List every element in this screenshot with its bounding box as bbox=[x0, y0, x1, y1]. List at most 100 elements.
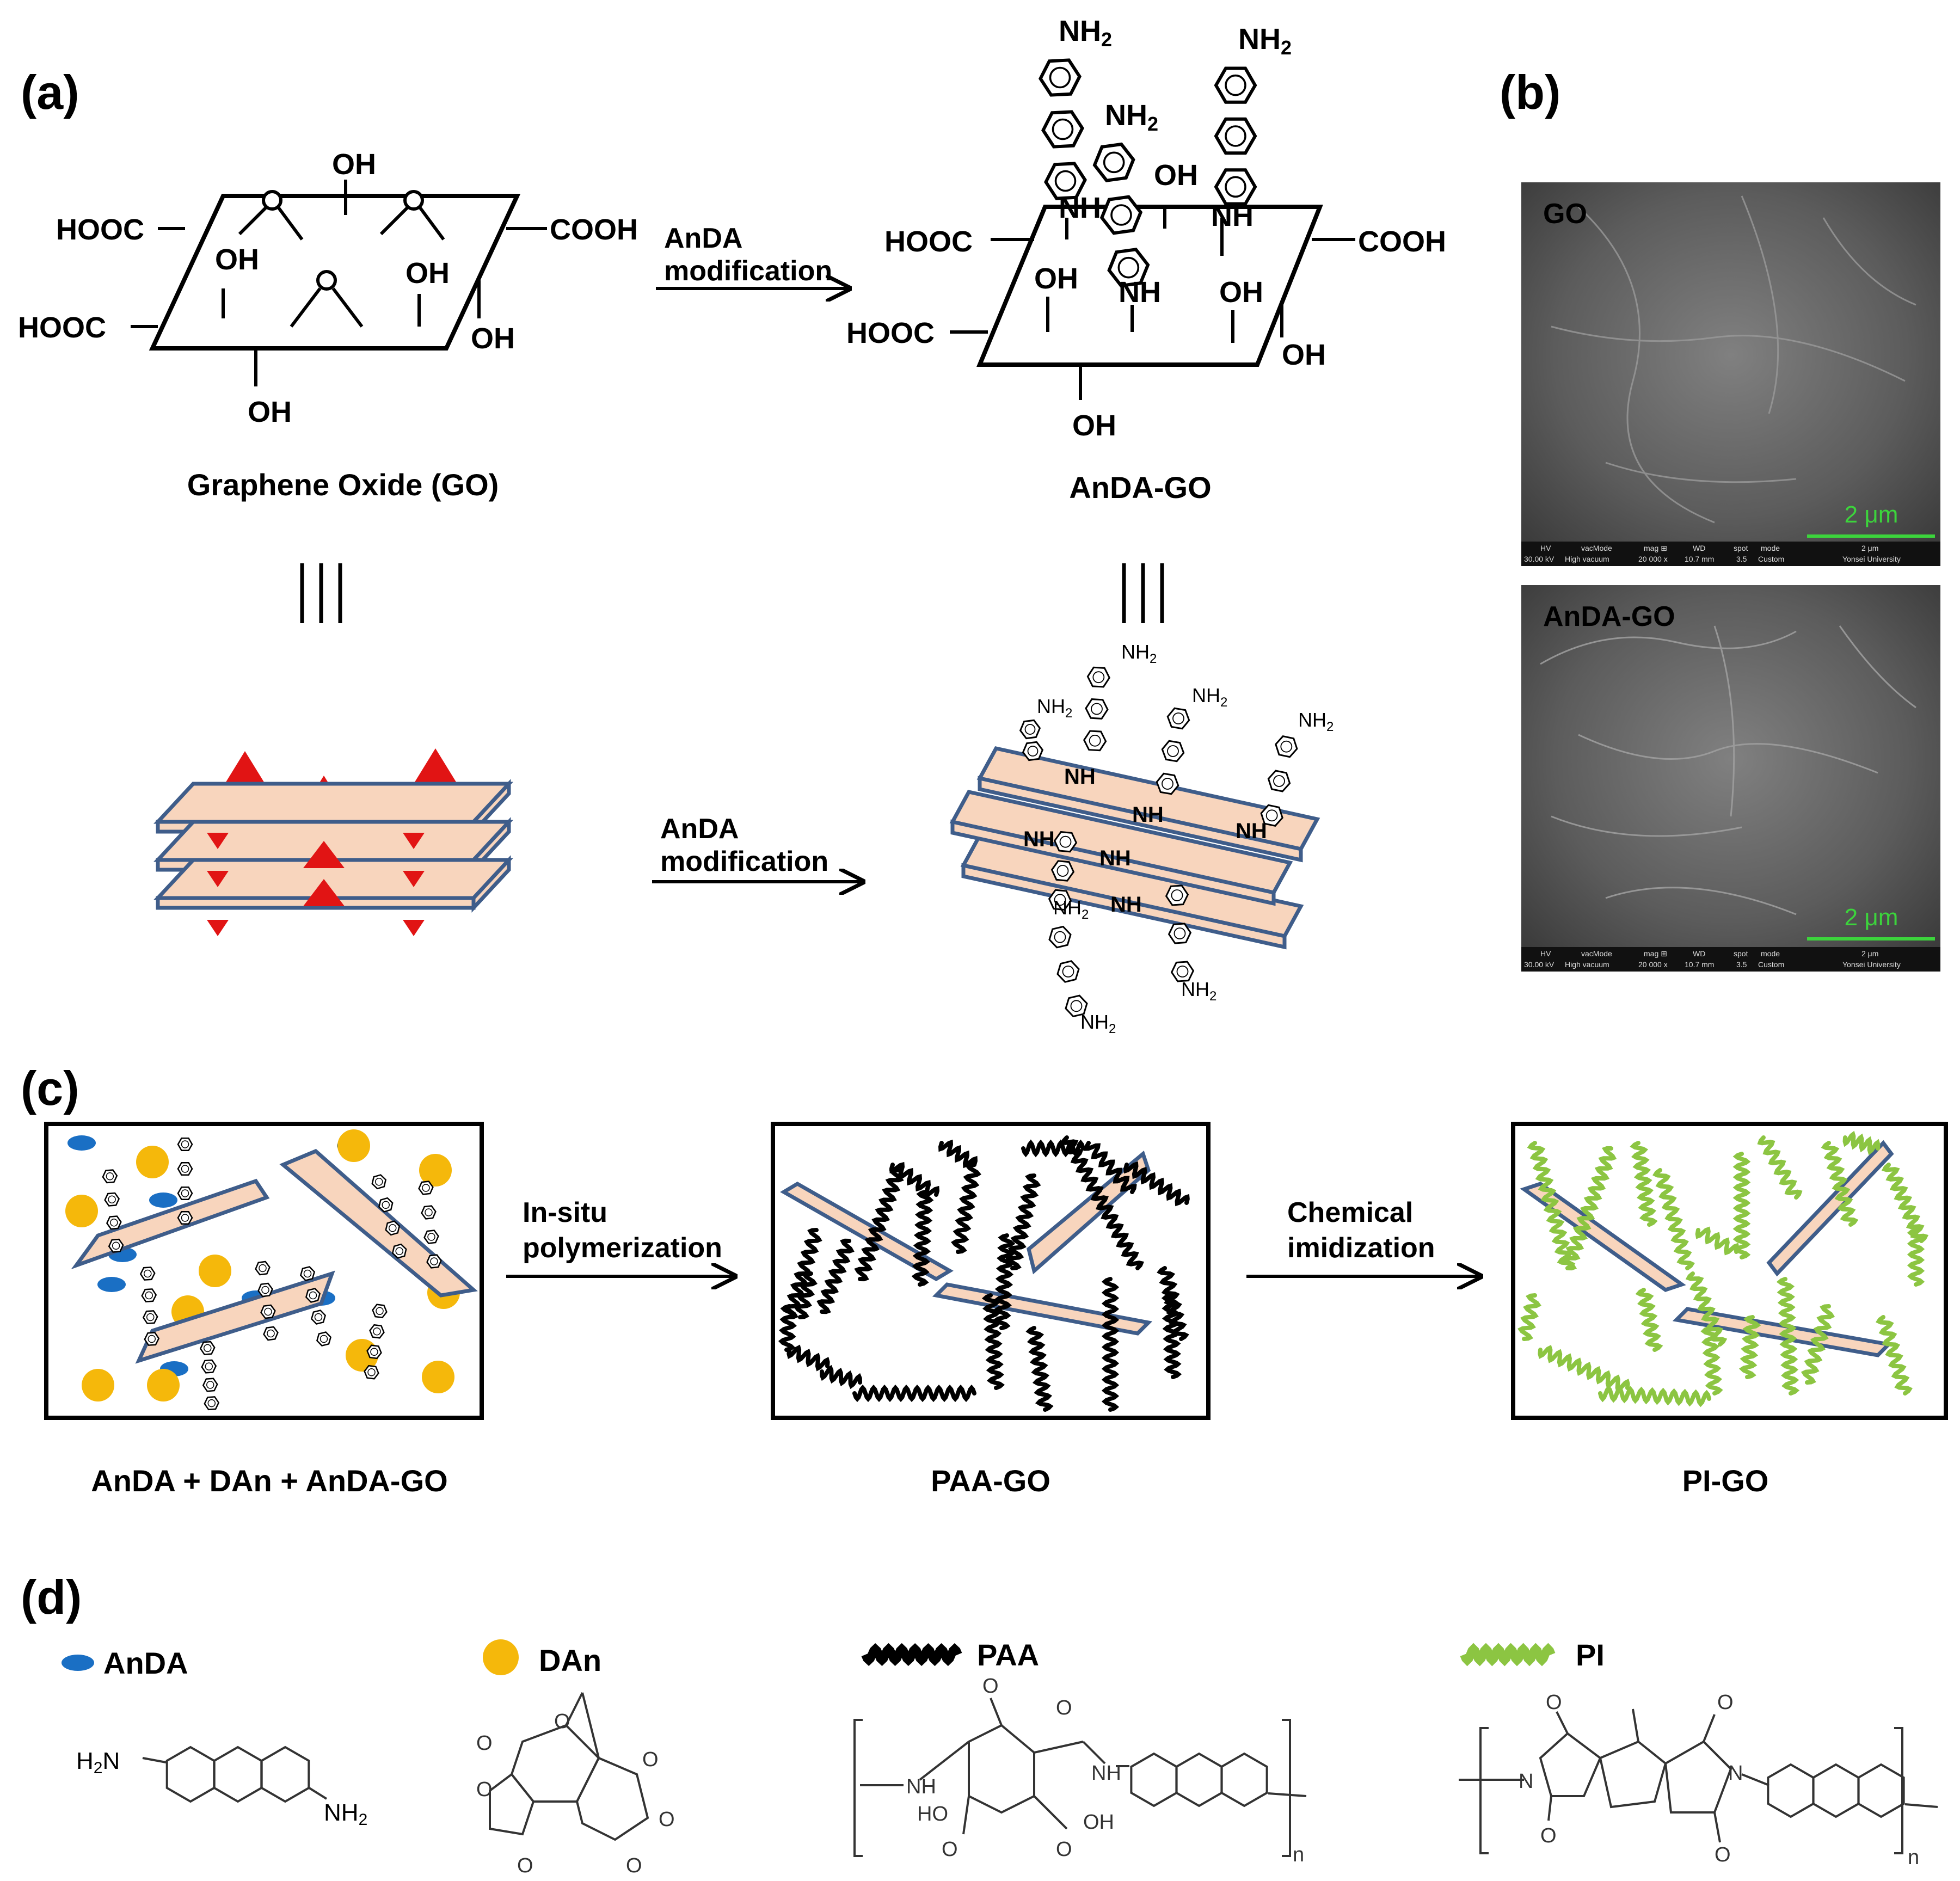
process-box-1 bbox=[44, 1122, 484, 1420]
process-box-2 bbox=[771, 1122, 1211, 1420]
paa-ho: HO bbox=[917, 1803, 948, 1825]
anda-monomer bbox=[149, 1192, 177, 1208]
anda-structure bbox=[142, 1745, 328, 1803]
anda-go-hooc-2: HOOC bbox=[846, 317, 935, 349]
anda-go-cooh: COOH bbox=[1358, 225, 1446, 258]
anda-go-nh-2: NH bbox=[1211, 200, 1254, 232]
anthracene-chains bbox=[1039, 58, 1257, 288]
sem-go-info-vac-v: High vacuum bbox=[1565, 555, 1609, 563]
sem-anda-info-hv-v: 30.00 kV bbox=[1524, 960, 1555, 969]
pendant-chain-box1 bbox=[199, 1341, 220, 1411]
dan-monomer bbox=[422, 1361, 454, 1393]
sem-go-info-hv-v: 30.00 kV bbox=[1524, 555, 1555, 563]
pi-n-sub: n bbox=[1908, 1846, 1919, 1869]
legend-dan: DAn bbox=[483, 1639, 601, 1677]
pendant-chain-box1 bbox=[139, 1267, 160, 1346]
pi-structure bbox=[1459, 1708, 1938, 1854]
sheet-nh-3: NH bbox=[1236, 819, 1267, 843]
sem-anda-info-scale: 2 μm bbox=[1861, 949, 1878, 958]
arrow-top-line1: AnDA bbox=[664, 223, 742, 254]
equivalence-left bbox=[300, 563, 342, 623]
pi-o-1: O bbox=[1546, 1691, 1562, 1714]
pendant-chain-5 bbox=[1048, 831, 1078, 911]
paa-oh: OH bbox=[1083, 1811, 1114, 1834]
pendant-chain-box1 bbox=[177, 1137, 193, 1225]
sheet-stack bbox=[153, 779, 514, 936]
go-hooc-2: HOOC bbox=[18, 311, 106, 344]
paa-chain bbox=[783, 1228, 822, 1319]
process-caption-1: AnDA + DAn + AnDA-GO bbox=[91, 1464, 447, 1498]
paa-chain bbox=[787, 1344, 830, 1372]
pi-chain bbox=[1842, 1130, 1881, 1155]
pi-wave-icon bbox=[1460, 1643, 1556, 1667]
anda-go-sheet-box1-3 bbox=[135, 1270, 335, 1364]
anda-go-nh2-3: NH2 bbox=[1105, 99, 1158, 135]
sem-go-info-hv: HV bbox=[1540, 544, 1551, 552]
legend-paa: PAA bbox=[861, 1638, 1039, 1672]
dan-circle-icon bbox=[483, 1639, 519, 1675]
paa-chain bbox=[852, 1384, 976, 1403]
paa-o-4: O bbox=[1056, 1838, 1072, 1861]
anda-go-oh-3: OH bbox=[1219, 276, 1263, 309]
paa-chain bbox=[1025, 1326, 1054, 1412]
paa-chain bbox=[816, 1238, 855, 1314]
pi-chain bbox=[1635, 1288, 1663, 1352]
paa-chain bbox=[778, 1304, 798, 1352]
pi-o-4: O bbox=[1715, 1843, 1731, 1866]
pi-chain bbox=[1700, 1326, 1723, 1396]
paa-chain bbox=[911, 1190, 934, 1287]
anda-monomer bbox=[67, 1135, 96, 1151]
dan-o-6: O bbox=[626, 1854, 642, 1877]
process-caption-2: PAA-GO bbox=[931, 1464, 1050, 1498]
pi-chain bbox=[1562, 1146, 1617, 1271]
oxygen-group-triangle bbox=[207, 871, 229, 887]
equivalence-right bbox=[1122, 563, 1164, 623]
anthracene-chain-3 bbox=[1092, 142, 1150, 288]
anda-go-caption: AnDA-GO bbox=[1069, 470, 1211, 505]
dan-monomer bbox=[419, 1154, 452, 1187]
anda-go-sheet-box1-2 bbox=[279, 1148, 478, 1298]
sem-go-info-mag: mag ⊞ bbox=[1644, 544, 1667, 552]
sheet-nh2-f: NH2 bbox=[1181, 978, 1216, 1004]
pi-chain bbox=[1881, 1163, 1929, 1243]
oxygen-group-triangle bbox=[403, 920, 425, 936]
pi-n-1: N bbox=[1519, 1770, 1533, 1793]
paa-go-sheet-1 bbox=[780, 1181, 954, 1282]
go-caption: Graphene Oxide (GO) bbox=[187, 468, 499, 502]
sem-anda-info-wd: WD bbox=[1693, 949, 1705, 958]
sheet-nh-4: NH bbox=[1023, 827, 1055, 851]
pi-o-2: O bbox=[1540, 1824, 1557, 1847]
paa-chain bbox=[854, 1167, 904, 1282]
sem-go-info-wd: WD bbox=[1693, 544, 1705, 552]
anda-go-nh-1: NH bbox=[1059, 192, 1101, 224]
pi-o-3: O bbox=[1717, 1691, 1734, 1714]
legend-pi: PI bbox=[1460, 1638, 1605, 1672]
pendant-chain-6 bbox=[1165, 884, 1195, 982]
anda-go-oh-1: OH bbox=[1154, 159, 1198, 192]
anda-go-sheet-box1-1 bbox=[71, 1178, 270, 1270]
arrow-in-situ-line1: In-situ bbox=[523, 1197, 607, 1228]
arrow-in-situ: In-situ polymerization bbox=[506, 1197, 735, 1276]
pi-chain bbox=[1598, 1385, 1711, 1407]
pi-chain bbox=[1538, 1345, 1630, 1393]
pi-chain bbox=[1652, 1168, 1695, 1270]
dan-o-5: O bbox=[659, 1808, 675, 1831]
paa-chain bbox=[951, 1163, 981, 1254]
pendant-chain-box1 bbox=[418, 1181, 442, 1269]
pendant-chain-box1 bbox=[371, 1174, 407, 1259]
process-caption-3: PI-GO bbox=[1682, 1464, 1769, 1498]
pi-chain bbox=[1517, 1293, 1541, 1341]
pi-chain bbox=[1695, 1226, 1740, 1256]
sem-go-info-vac: vacMode bbox=[1581, 544, 1612, 552]
paa-nh-1: NH bbox=[906, 1775, 936, 1798]
sem-go-info-spot: spot bbox=[1734, 544, 1748, 552]
pendant-chain-7 bbox=[1048, 925, 1088, 1018]
panel-label-b: (b) bbox=[1500, 65, 1560, 119]
paa-chain bbox=[981, 1293, 1005, 1390]
pi-go-sheet-3 bbox=[1766, 1140, 1894, 1277]
arrow-chemical-imidization: Chemical imidization bbox=[1246, 1197, 1480, 1276]
sem-anda-info-mag: mag ⊞ bbox=[1644, 949, 1667, 958]
dan-monomer bbox=[82, 1369, 114, 1401]
panel-label-d: (d) bbox=[21, 1570, 82, 1624]
pendant-chain-1 bbox=[1019, 719, 1044, 761]
